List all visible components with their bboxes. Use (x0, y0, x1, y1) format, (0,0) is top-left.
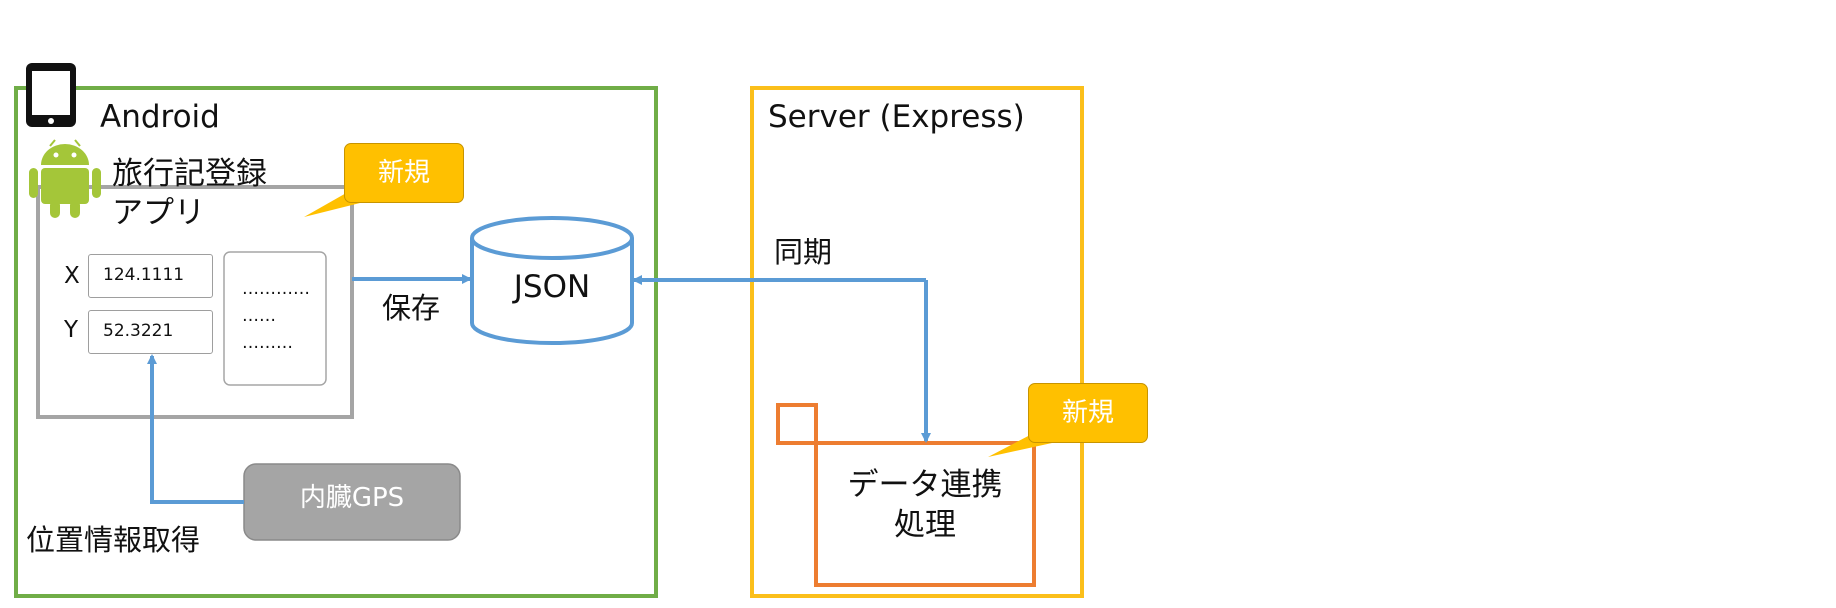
tablet-icon (26, 63, 76, 127)
android-title: Android (100, 99, 220, 135)
text-area-panel (223, 251, 327, 386)
app-name-line1: 旅行記登録 (112, 156, 267, 192)
app-name-line2: アプリ (112, 195, 205, 231)
json-label: JSON (513, 269, 591, 305)
process-box (814, 441, 1036, 587)
android-robot-icon (29, 139, 101, 218)
field-y-value: 52.3221 (88, 310, 213, 354)
text-line-1: ………… (242, 279, 310, 299)
sync-label: 同期 (774, 235, 833, 269)
text-line-2: …… (242, 306, 276, 326)
location-label: 位置情報取得 (26, 523, 201, 557)
process-tab (776, 403, 818, 445)
field-y-label: Y (64, 317, 79, 343)
android-frame (14, 86, 658, 598)
server-title: Server (Express) (768, 99, 1025, 135)
process-label-line1: データ連携 (847, 467, 1003, 503)
save-label: 保存 (382, 291, 441, 325)
text-line-3: ……… (242, 333, 293, 353)
field-x-value: 124.1111 (88, 254, 213, 298)
gps-arrow (147, 354, 244, 504)
json-cylinder (470, 216, 634, 345)
gps-label: 内臓GPS (299, 483, 405, 513)
new-badge-server: 新規 (1028, 383, 1148, 443)
process-label-line2: 処理 (894, 507, 956, 543)
new-badge-android: 新規 (344, 143, 464, 203)
server-frame (750, 86, 1084, 598)
field-x-label: X (64, 263, 80, 289)
